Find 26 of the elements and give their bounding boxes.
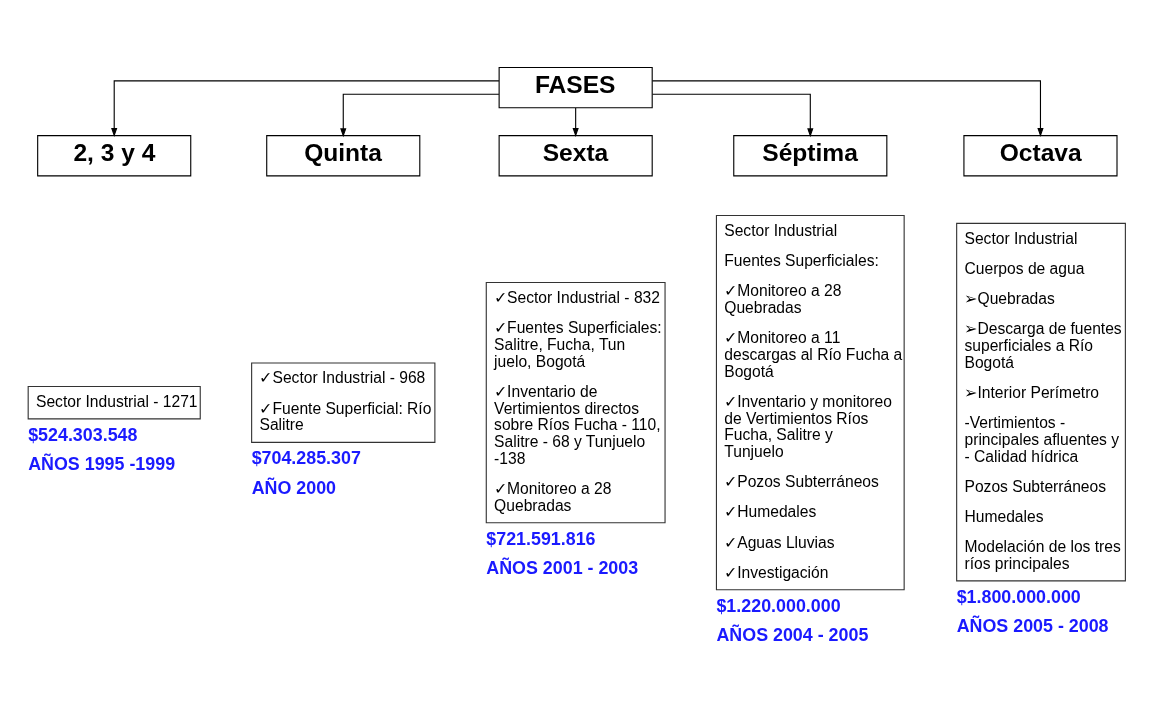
node-box: ✓Sector Industrial - 832 ✓Fuentes Superficiales: Salitre, Fucha, Tun juelo, Bogotá ✓Inventario de Vertimientos directos sobre Ríos Fucha - 110, Salitre - 68 y Tunjuelo -138 ✓Monitoreo a 28 Quebradas [485, 282, 666, 524]
arrow [111, 80, 500, 137]
node-box: Octava [963, 135, 1118, 177]
node-label: $1.800.000.000 [956, 587, 1081, 607]
node-box: Sector Industrial - 1271 [27, 385, 201, 420]
node-label: AÑOS 1995 -1999 [28, 454, 176, 475]
node-box: Sexta [498, 135, 653, 177]
node-box: Sector Industrial Cuerpos de agua ➢Quebradas ➢Descarga de fuentes superficiales a Río Bogotá ➢Interior Perímetro -Vertimientos - principales afluentes y - Calidad hídrica Pozos Subterráneos Humedales Modelación de los tres ríos principales [956, 222, 1126, 582]
node-box: Séptima [733, 135, 888, 177]
node-label: $524.303.548 [28, 424, 138, 445]
node-box: FASES [498, 66, 653, 109]
arrow [572, 107, 579, 137]
arrow [340, 93, 500, 138]
node-label: $721.591.816 [486, 528, 596, 549]
node-box: Quinta [266, 135, 421, 177]
node-label: $1.220.000.000 [716, 595, 841, 616]
arrow [651, 80, 1044, 137]
node-label: AÑOS 2001 - 2003 [486, 557, 639, 578]
node-box: Sector Industrial Fuentes Superficiales: ✓Monitoreo a 28 Quebradas ✓Monitoreo a 11 descargas al Río Fucha a Bogotá ✓Inventario y monitoreo de Vertimientos Ríos Fucha, Salitre y Tunjuelo ✓Pozos Subterráneos ✓Humedales ✓Aguas Lluvias ✓Investigación [715, 214, 905, 591]
node-label: AÑO 2000 [251, 477, 337, 498]
node-box: ✓Sector Industrial - 968 ✓Fuente Superficial: Río Salitre [251, 362, 436, 443]
arrow [651, 93, 814, 138]
node-box: 2, 3 y 4 [37, 135, 192, 177]
node-label: $704.285.307 [251, 448, 361, 469]
node-label: AÑOS 2005 - 2008 [956, 616, 1109, 637]
node-label: AÑOS 2004 - 2005 [716, 624, 869, 645]
